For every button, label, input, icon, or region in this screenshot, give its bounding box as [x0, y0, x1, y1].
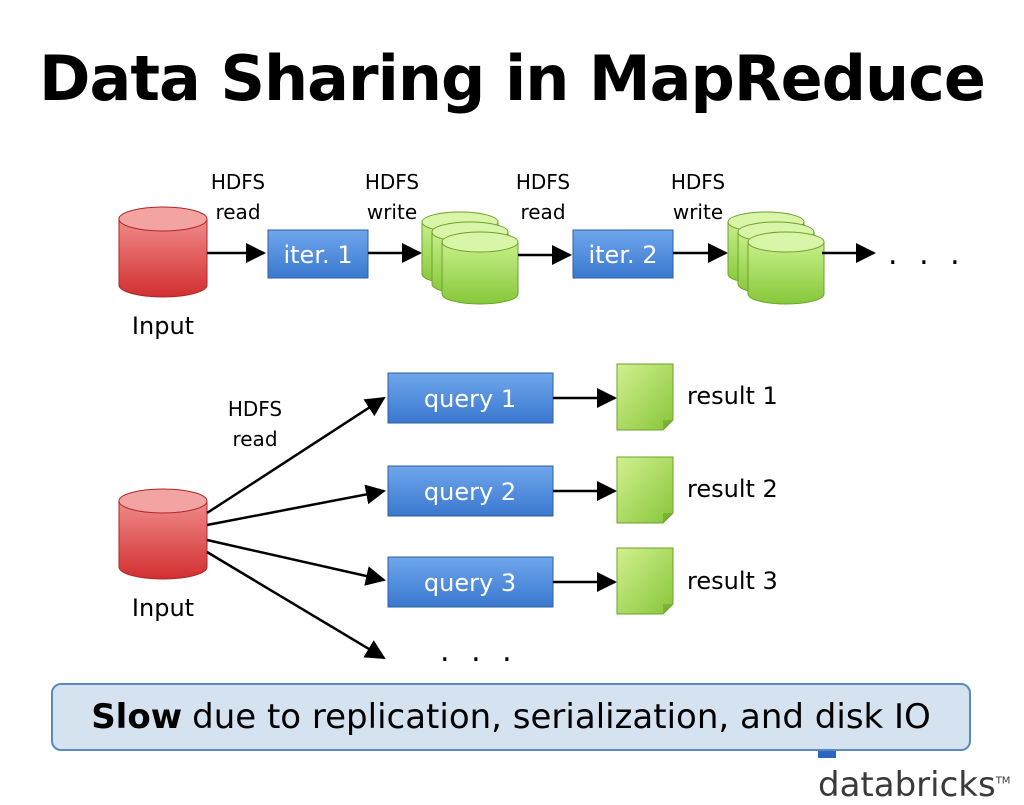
svg-text:read: read — [232, 427, 277, 451]
top-hdfs-write-label-2: HDFS write — [671, 170, 725, 224]
svg-text:HDFS: HDFS — [671, 170, 725, 194]
top-intermediate-storage-1 — [421, 211, 519, 305]
svg-text:write: write — [673, 200, 723, 224]
arrow-input-to-query1 — [206, 396, 386, 515]
iter1-box: iter. 1 — [267, 229, 369, 279]
arrow-input-to-query2 — [206, 484, 386, 527]
svg-text:read: read — [215, 200, 260, 224]
svg-text:HDFS: HDFS — [365, 170, 419, 194]
query1-box: query 1 — [387, 372, 554, 424]
slide-title: Data Sharing in MapReduce — [39, 42, 986, 115]
result2-label: result 2 — [687, 475, 778, 503]
top-hdfs-read-label-1: HDFS read — [211, 170, 265, 224]
svg-text:write: write — [367, 200, 417, 224]
top-hdfs-write-label-1: HDFS write — [365, 170, 419, 224]
banner-bold: Slow — [91, 697, 183, 737]
bottom-ellipsis: . . . — [440, 634, 518, 669]
arrow-input-to-more — [206, 550, 386, 660]
top-hdfs-read-label-2: HDFS read — [516, 170, 570, 224]
banner-text: due to replication, serialization, and d… — [192, 697, 931, 737]
bottom-input-database — [118, 488, 208, 580]
result3-document-icon — [616, 547, 674, 615]
svg-text:iter. 2: iter. 2 — [588, 241, 657, 269]
bottom-hdfs-read-label: HDFS read — [228, 397, 282, 451]
result1-document-icon — [616, 363, 674, 431]
mapreduce-diagram: Input HDFS read iter. 1 HDFS write HDFS … — [118, 170, 966, 669]
result1-label: result 1 — [687, 382, 778, 410]
top-ellipsis: . . . — [888, 237, 966, 272]
svg-text:query 1: query 1 — [424, 385, 516, 413]
svg-text:iter. 1: iter. 1 — [283, 241, 352, 269]
iter2-box: iter. 2 — [572, 229, 674, 279]
query3-box: query 3 — [387, 556, 554, 608]
top-intermediate-storage-2 — [727, 211, 825, 305]
svg-text:read: read — [520, 200, 565, 224]
top-input-database — [118, 206, 208, 298]
bottom-input-label: Input — [132, 594, 194, 622]
query2-box: query 2 — [387, 465, 554, 517]
svg-text:query 3: query 3 — [424, 569, 516, 597]
arrow-input-to-query3 — [206, 538, 386, 586]
svg-text:HDFS: HDFS — [228, 397, 282, 421]
summary-banner: Slow due to replication, serialization, … — [51, 683, 971, 751]
svg-text:HDFS: HDFS — [516, 170, 570, 194]
result2-document-icon — [616, 456, 674, 524]
result3-label: result 3 — [687, 567, 778, 595]
svg-text:HDFS: HDFS — [211, 170, 265, 194]
top-input-label: Input — [132, 312, 194, 340]
svg-text:query 2: query 2 — [424, 478, 516, 506]
